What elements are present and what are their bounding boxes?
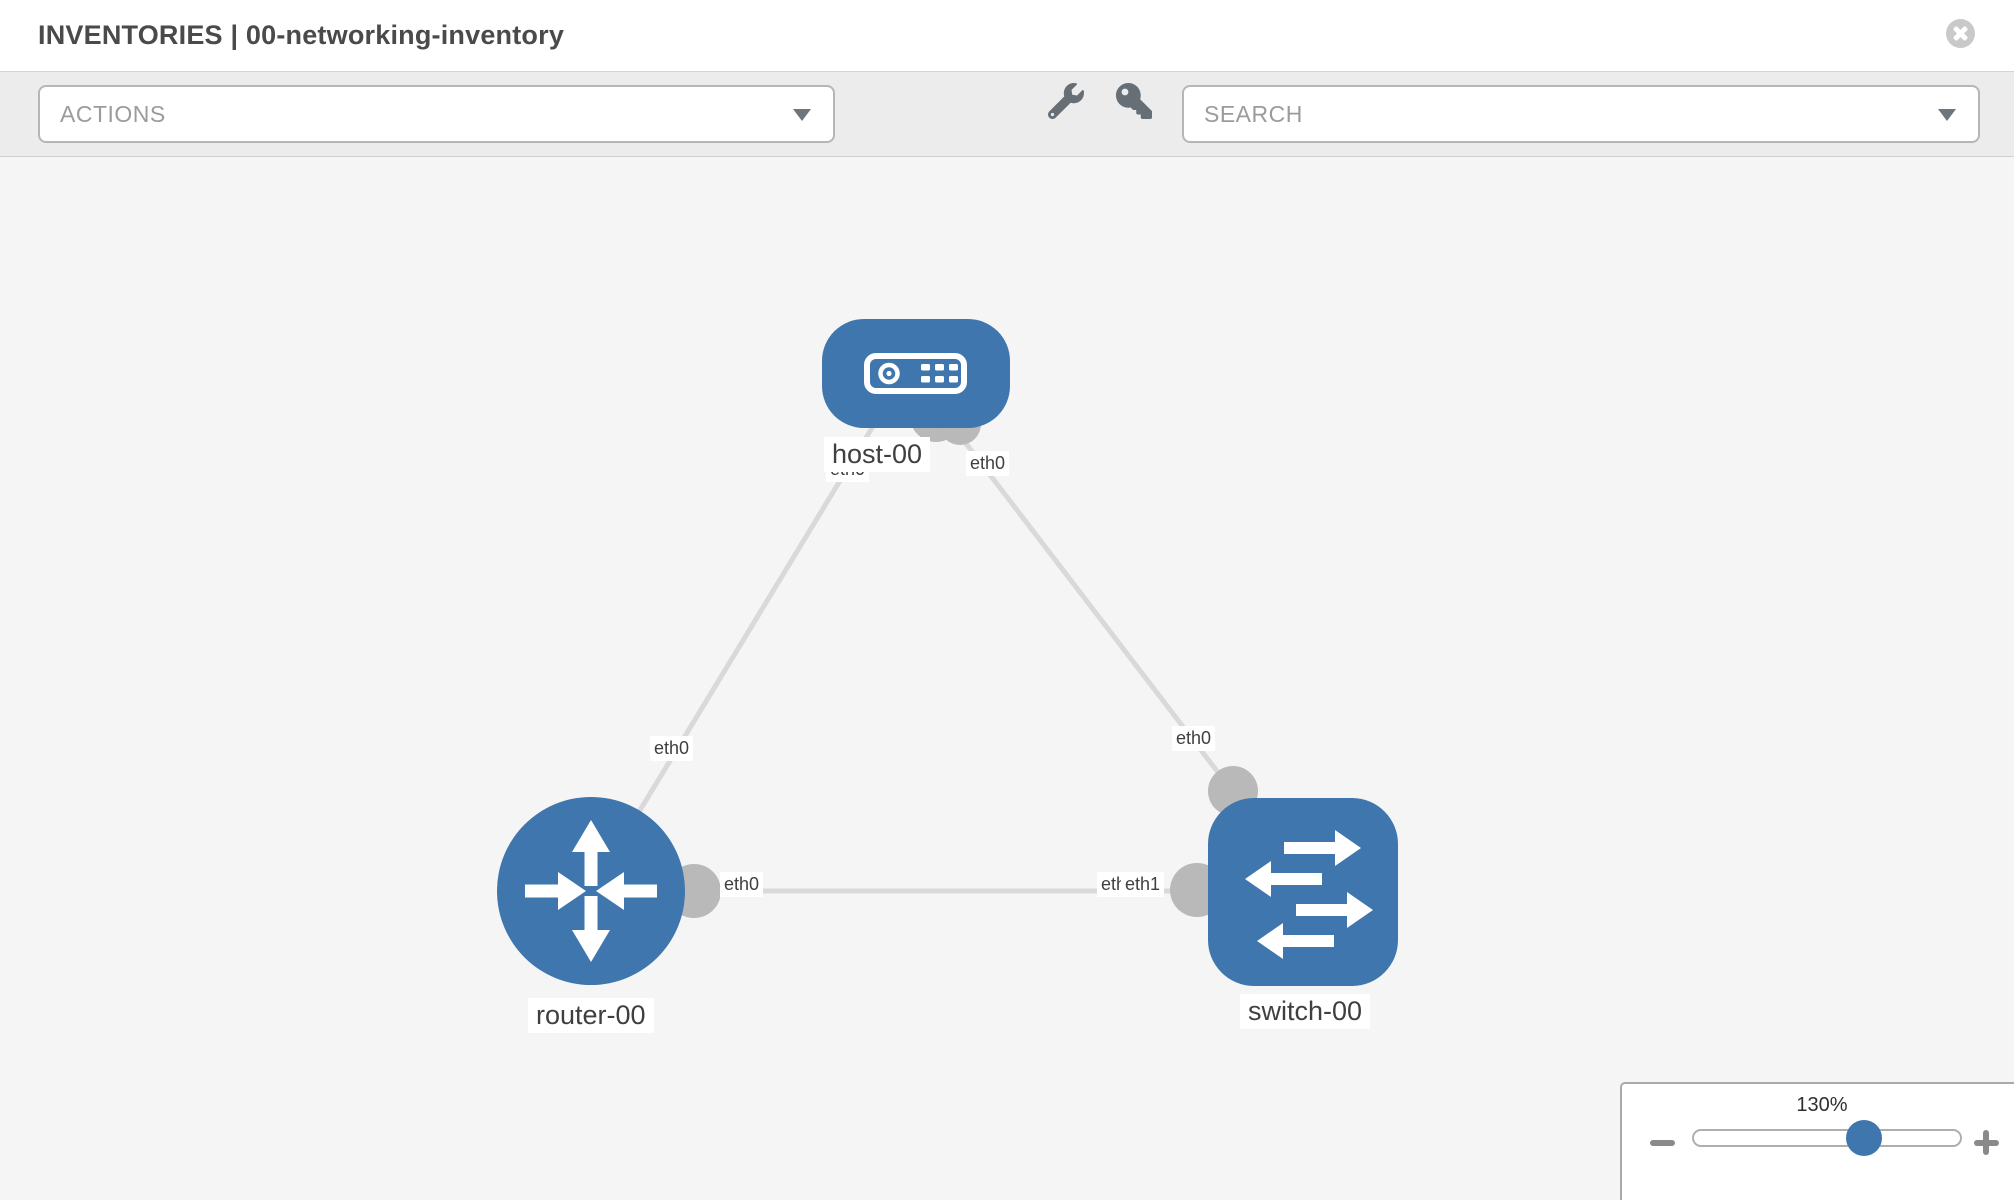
search-placeholder: SEARCH — [1204, 100, 1303, 127]
interface-label: eth0 — [966, 451, 1010, 476]
zoom-level: 130% — [1796, 1094, 1848, 1116]
router-icon — [525, 820, 657, 962]
node-host-00[interactable] — [822, 319, 1010, 428]
caret-down-icon — [1938, 109, 1956, 121]
key-icon[interactable] — [1116, 83, 1152, 119]
zoom-control-panel: 130% — [1620, 1082, 2014, 1200]
search-dropdown[interactable]: SEARCH — [1182, 85, 1980, 143]
node-label-host: host-00 — [824, 437, 931, 472]
actions-dropdown-label: ACTIONS — [60, 100, 166, 127]
zoom-out-minus-icon[interactable] — [1650, 1140, 1675, 1146]
node-router-00[interactable] — [497, 797, 685, 985]
node-switch-00[interactable] — [1208, 798, 1398, 986]
node-label-switch: switch-00 — [1240, 994, 1371, 1029]
topology-canvas[interactable] — [0, 157, 2014, 1200]
zoom-slider-track[interactable] — [1692, 1129, 1962, 1147]
zoom-in-plus-icon[interactable] — [1983, 1130, 1989, 1155]
switch-icon — [1245, 830, 1373, 959]
actions-dropdown[interactable]: ACTIONS — [38, 85, 835, 143]
close-icon[interactable] — [1946, 19, 1975, 48]
zoom-slider-handle[interactable] — [1846, 1120, 1882, 1156]
interface-label: eth0 — [720, 872, 764, 897]
interface-label: eth0 — [1172, 726, 1216, 751]
server-icon — [864, 353, 967, 394]
interface-label: eth1 — [1121, 872, 1165, 897]
wrench-icon[interactable] — [1047, 83, 1084, 120]
interface-label: eth0 — [650, 736, 694, 761]
toolbar: ACTIONS SEARCH — [0, 71, 2014, 157]
node-label-router: router-00 — [528, 998, 654, 1033]
caret-down-icon — [793, 109, 811, 121]
page-header: INVENTORIES | 00-networking-inventory — [0, 0, 2014, 71]
page-title: INVENTORIES | 00-networking-inventory — [38, 20, 565, 50]
